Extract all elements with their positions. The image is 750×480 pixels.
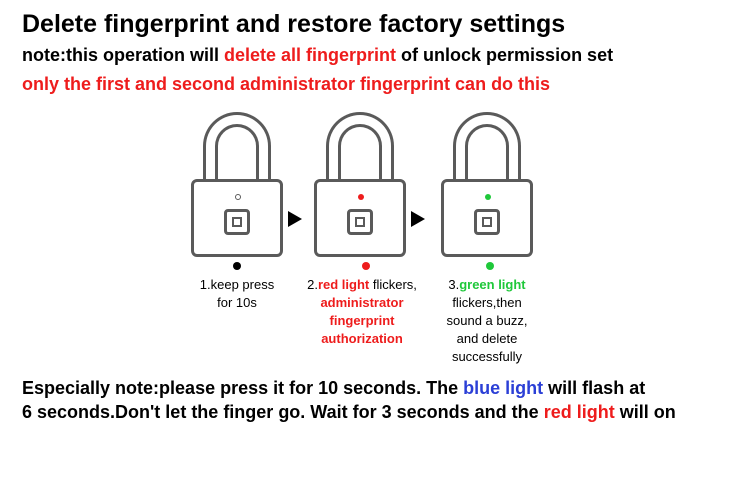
- step-2-red-line: fingerprint: [329, 313, 395, 328]
- led-off-icon: [235, 194, 241, 200]
- sensor-core: [482, 217, 492, 227]
- red-dot-icon: [362, 262, 370, 270]
- step-2-prefix: 2.: [307, 277, 318, 292]
- step-2-caption: 2.red light flickers, administrator fing…: [292, 276, 432, 348]
- footer-text: will flash at: [543, 378, 646, 398]
- step-2-after: flickers,: [369, 277, 417, 292]
- shackle-outer: [203, 112, 271, 202]
- lock-body: [441, 179, 533, 257]
- fingerprint-sensor-icon: [474, 209, 500, 235]
- shackle-inner: [338, 124, 382, 202]
- page-title: Delete fingerprint and restore factory s…: [22, 10, 566, 38]
- sensor-core: [232, 217, 242, 227]
- right-triangle-arrow-icon: [288, 211, 302, 227]
- step-3-line: and delete: [456, 331, 518, 346]
- padlock-icon: [191, 112, 283, 257]
- step-1-caption: 1.keep press for 10s: [192, 276, 282, 312]
- step-3-line: successfully: [451, 349, 523, 364]
- step-2-line: 2.red light flickers,: [292, 276, 432, 294]
- note-suffix: of unlock permission set: [396, 45, 614, 65]
- black-dot-icon: [233, 262, 241, 270]
- fingerprint-sensor-icon: [224, 209, 250, 235]
- step-3-line: sound a buzz,: [446, 313, 528, 328]
- sensor-core: [355, 217, 365, 227]
- step-3-line: flickers,then: [452, 295, 522, 310]
- footer-line-2: 6 seconds.Don't let the finger go. Wait …: [22, 402, 676, 423]
- step-3-highlight: green light: [459, 277, 526, 292]
- restriction-line: only the first and second administrator …: [22, 74, 551, 94]
- shackle-inner: [215, 124, 259, 202]
- led-red-icon: [358, 194, 364, 200]
- note-line: note:this operation will delete all fing…: [22, 45, 613, 66]
- step-3-prefix: 3.: [448, 277, 460, 292]
- green-dot-icon: [486, 262, 494, 270]
- step-1-line: 1.keep press: [199, 277, 275, 292]
- fingerprint-sensor-icon: [347, 209, 373, 235]
- shackle-inner: [465, 124, 509, 202]
- footer-line-1: Especially note:please press it for 10 s…: [22, 378, 645, 399]
- step-1-line: for 10s: [217, 295, 257, 310]
- shackle-outer: [453, 112, 521, 202]
- step-3-line: 3.green light: [434, 276, 540, 294]
- note-highlight: delete all fingerprint: [224, 45, 397, 65]
- step-2-red-line: authorization: [321, 331, 403, 346]
- shackle-outer: [326, 112, 394, 202]
- padlock-icon: [314, 112, 406, 257]
- footer-text: will on: [614, 402, 676, 422]
- lock-body: [314, 179, 406, 257]
- note-prefix: note:this operation will: [22, 45, 224, 65]
- footer-text: 6 seconds.Don't let the finger go. Wait …: [22, 402, 544, 422]
- footer-text: Especially note:please press it for 10 s…: [22, 378, 464, 398]
- footer-blue-highlight: blue light: [463, 378, 544, 398]
- right-triangle-arrow-icon: [411, 211, 425, 227]
- step-2-red-line: administrator: [320, 295, 404, 310]
- lock-body: [191, 179, 283, 257]
- step-3-caption: 3.green light flickers,then sound a buzz…: [434, 276, 540, 366]
- step-2-highlight: red light: [317, 277, 370, 292]
- footer-red-highlight: red light: [543, 402, 615, 422]
- led-green-icon: [485, 194, 491, 200]
- padlock-icon: [441, 112, 533, 257]
